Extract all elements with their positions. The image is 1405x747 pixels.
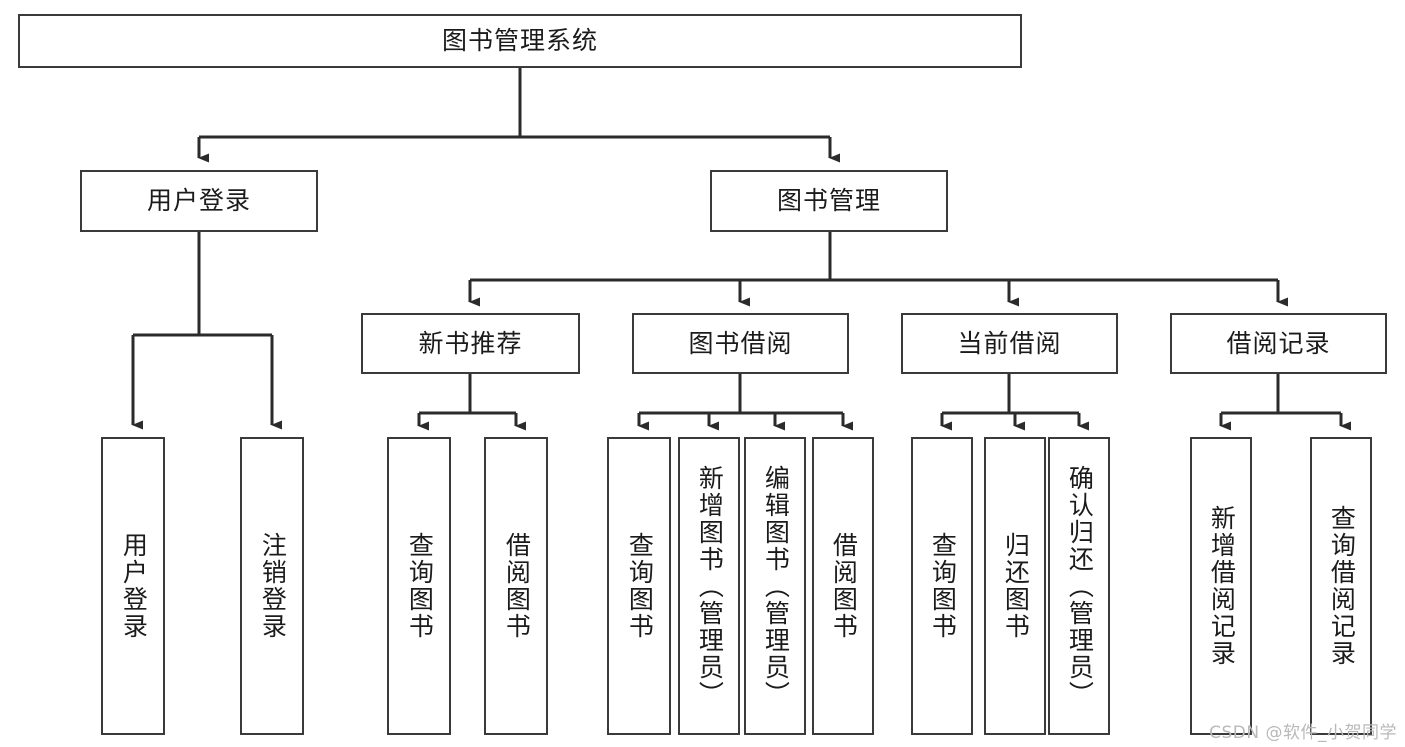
node-leaf-edit-book-admin[interactable]: 编辑图书（管理员） — [744, 437, 806, 735]
node-leaf-confirm-return-admin-label: 确认归还（管理员） — [1065, 464, 1095, 708]
node-leaf-user-login[interactable]: 用户登录 — [101, 437, 165, 735]
node-root-label: 图书管理系统 — [441, 26, 598, 56]
node-leaf-query-book-3[interactable]: 查询图书 — [911, 437, 973, 735]
node-current-borrow-label: 当前借阅 — [957, 328, 1062, 358]
node-new-book-recommend[interactable]: 新书推荐 — [361, 313, 580, 374]
node-book-borrow-label: 图书借阅 — [688, 328, 793, 358]
node-leaf-add-book-admin-label: 新增图书（管理员） — [695, 464, 725, 708]
node-leaf-logout-login-label: 注销登录 — [258, 532, 288, 640]
node-leaf-borrow-book-1-label: 借阅图书 — [502, 532, 532, 640]
node-borrow-record[interactable]: 借阅记录 — [1170, 313, 1387, 374]
node-borrow-record-label: 借阅记录 — [1226, 328, 1331, 358]
csdn-watermark: CSDN @软件_小贺同学 — [1209, 723, 1397, 743]
node-user-login-label: 用户登录 — [146, 186, 251, 216]
node-root[interactable]: 图书管理系统 — [18, 14, 1022, 68]
node-leaf-add-borrow-record[interactable]: 新增借阅记录 — [1190, 437, 1252, 735]
node-leaf-add-borrow-record-label: 新增借阅记录 — [1207, 505, 1237, 667]
node-leaf-query-borrow-record[interactable]: 查询借阅记录 — [1310, 437, 1372, 735]
node-user-login[interactable]: 用户登录 — [80, 170, 318, 232]
node-leaf-user-login-label: 用户登录 — [119, 532, 149, 640]
node-leaf-borrow-book-2[interactable]: 借阅图书 — [812, 437, 874, 735]
node-leaf-query-book-2[interactable]: 查询图书 — [607, 437, 671, 735]
node-book-manage[interactable]: 图书管理 — [710, 170, 948, 232]
node-leaf-query-book-3-label: 查询图书 — [928, 532, 958, 640]
node-current-borrow[interactable]: 当前借阅 — [901, 313, 1118, 374]
node-leaf-return-book-label: 归还图书 — [1001, 532, 1031, 640]
node-book-manage-label: 图书管理 — [776, 186, 881, 216]
node-leaf-query-book-1-label: 查询图书 — [405, 532, 435, 640]
node-leaf-query-book-1[interactable]: 查询图书 — [387, 437, 451, 735]
node-leaf-query-book-2-label: 查询图书 — [625, 532, 655, 640]
node-new-book-recommend-label: 新书推荐 — [418, 328, 523, 358]
node-leaf-confirm-return-admin[interactable]: 确认归还（管理员） — [1048, 437, 1110, 735]
node-leaf-borrow-book-1[interactable]: 借阅图书 — [484, 437, 548, 735]
node-book-borrow[interactable]: 图书借阅 — [632, 313, 849, 374]
node-leaf-borrow-book-2-label: 借阅图书 — [829, 532, 859, 640]
node-leaf-add-book-admin[interactable]: 新增图书（管理员） — [678, 437, 740, 735]
node-leaf-logout-login[interactable]: 注销登录 — [240, 437, 304, 735]
node-leaf-query-borrow-record-label: 查询借阅记录 — [1327, 505, 1357, 667]
node-leaf-return-book[interactable]: 归还图书 — [984, 437, 1046, 735]
node-leaf-edit-book-admin-label: 编辑图书（管理员） — [761, 464, 791, 708]
